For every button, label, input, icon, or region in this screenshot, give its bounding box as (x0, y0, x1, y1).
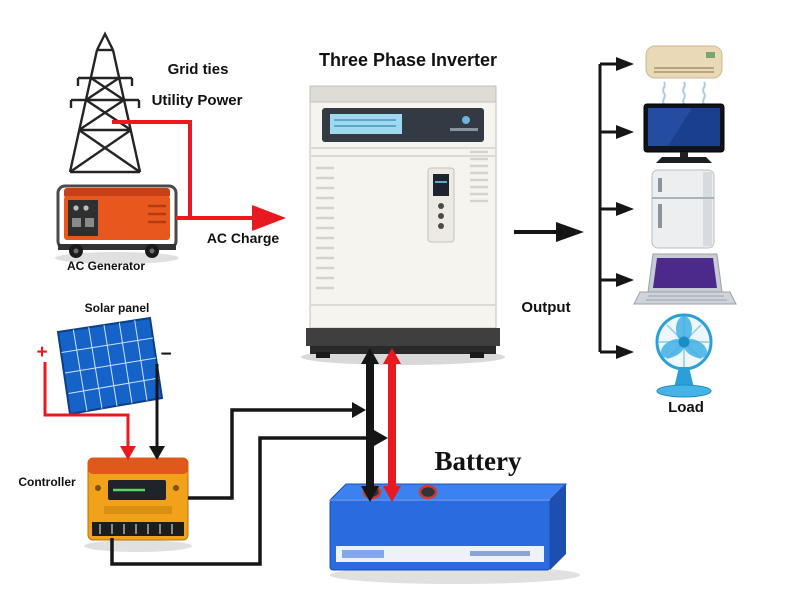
load-branch-arrow-ac (600, 57, 634, 71)
arrow-inverter-battery-black (361, 348, 379, 502)
controller-label: Controller (18, 475, 76, 489)
load-branch-arrow-tv (600, 125, 634, 139)
battery-label: Battery (435, 446, 522, 476)
fan-icon (655, 313, 713, 398)
load-branch-arrow-laptop (600, 273, 634, 287)
solar-panel-label: Solar panel (85, 301, 150, 315)
plus-terminal-label: + (36, 342, 47, 363)
inverter-cabinet-icon (301, 85, 505, 365)
output-label: Output (521, 299, 570, 316)
transmission-tower-icon (68, 31, 142, 174)
ac-charge-arrow (252, 205, 286, 231)
air-conditioner-icon (645, 45, 723, 105)
utility-power-label: Utility Power (152, 92, 243, 109)
wire-controller-to-battery (110, 430, 388, 566)
diagram-title: Three Phase Inverter (319, 50, 497, 70)
output-arrow (514, 222, 584, 242)
wire-controller-to-inverter (188, 402, 366, 500)
grid-ties-label: Grid ties (168, 61, 229, 78)
tv-icon (643, 103, 725, 163)
wire-grid-to-inverter (112, 120, 252, 220)
ac-generator-label: AC Generator (67, 259, 145, 273)
arrow-inverter-battery-red (383, 348, 401, 502)
laptop-icon (633, 253, 737, 305)
load-label: Load (668, 399, 704, 416)
charge-controller-icon (84, 457, 192, 552)
solar-panel-icon (56, 316, 164, 416)
battery-icon (328, 483, 580, 584)
load-branch-arrow-fan (600, 345, 634, 359)
load-branch-arrow-fridge (600, 202, 634, 216)
wire-solar-positive (43, 362, 136, 460)
ac-generator-icon (55, 184, 179, 264)
ac-charge-label: AC Charge (207, 230, 280, 246)
wire-solar-negative (149, 364, 165, 460)
minus-terminal-label: − (160, 344, 171, 365)
refrigerator-icon (651, 169, 715, 249)
